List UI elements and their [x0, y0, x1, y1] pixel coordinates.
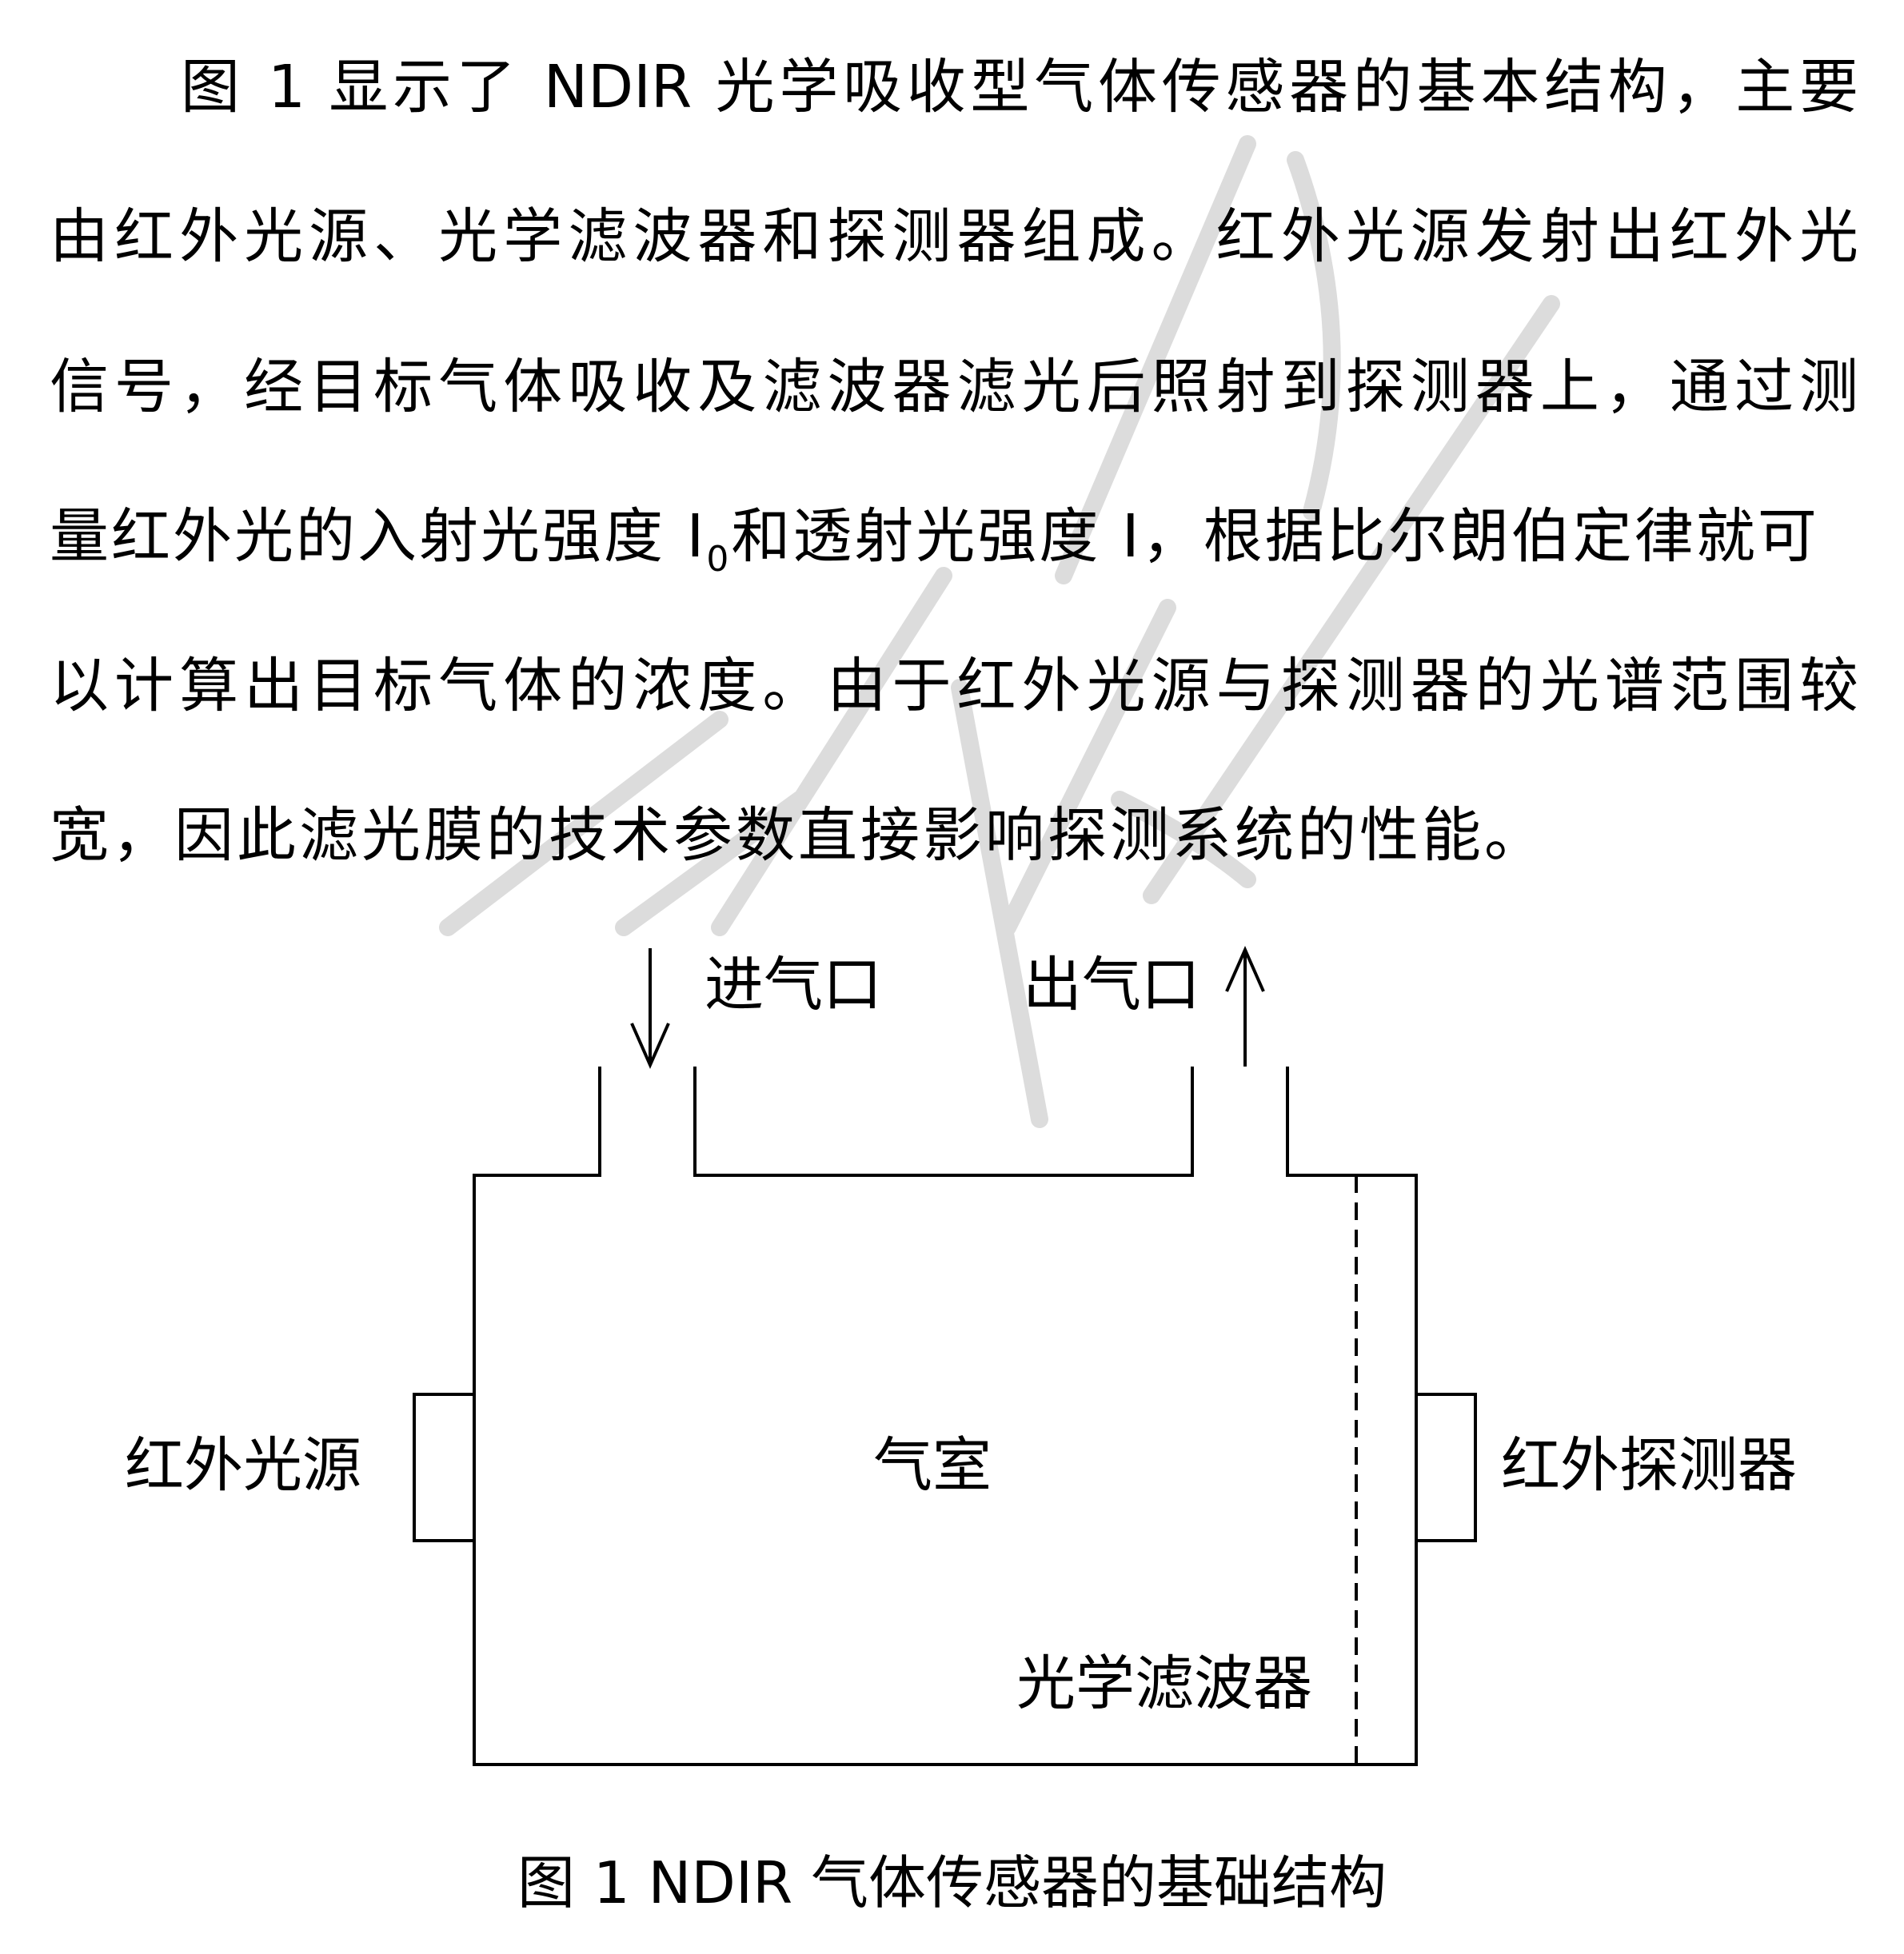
line-4-end: 和透射光强度 I，根据比尔朗伯定律就可: [731, 502, 1819, 571]
paragraph-line-6: 宽，因此滤光膜的技术参数直接影响探测系统的性能。: [50, 801, 1547, 870]
outlet-label: 出气口: [1023, 951, 1200, 1019]
paragraph-line-1: 图 1 显示了 NDIR 光学吸收型气体传感器的基本结构，主要: [181, 53, 1858, 122]
ir-detector-label: 红外探测器: [1501, 1431, 1797, 1500]
gas-chamber-outline: [473, 1067, 1418, 1766]
outlet-arrow-icon: [1225, 946, 1265, 1067]
gas-chamber-label: 气室: [873, 1431, 992, 1500]
paragraph-line-5: 以计算出目标气体的浓度。由于红外光源与探测器的光谱范围较: [50, 652, 1858, 720]
paragraph-line-2: 由红外光源、光学滤波器和探测器组成。红外光源发射出红外光: [50, 202, 1858, 271]
ir-detector-block: [1416, 1393, 1477, 1542]
line-4-start: 量红外光的入射光强度 I: [50, 502, 707, 571]
subscript-zero: 0: [706, 539, 732, 580]
optical-filter-label: 光学滤波器: [1016, 1649, 1312, 1718]
ir-source-label: 红外光源: [125, 1431, 361, 1500]
inlet-label: 进气口: [705, 951, 882, 1019]
paragraph-line-4: 量红外光的入射光强度 I0和透射光强度 I，根据比尔朗伯定律就可: [50, 502, 1858, 577]
chamber-top-wall: [693, 1067, 1194, 1177]
paragraph-line-3: 信号，经目标气体吸收及滤波器滤光后照射到探测器上，通过测: [50, 353, 1858, 421]
figure-caption: 图 1 NDIR 气体传感器的基础结构: [517, 1849, 1387, 1916]
ir-source-block: [413, 1393, 474, 1542]
inlet-arrow-icon: [630, 948, 670, 1069]
